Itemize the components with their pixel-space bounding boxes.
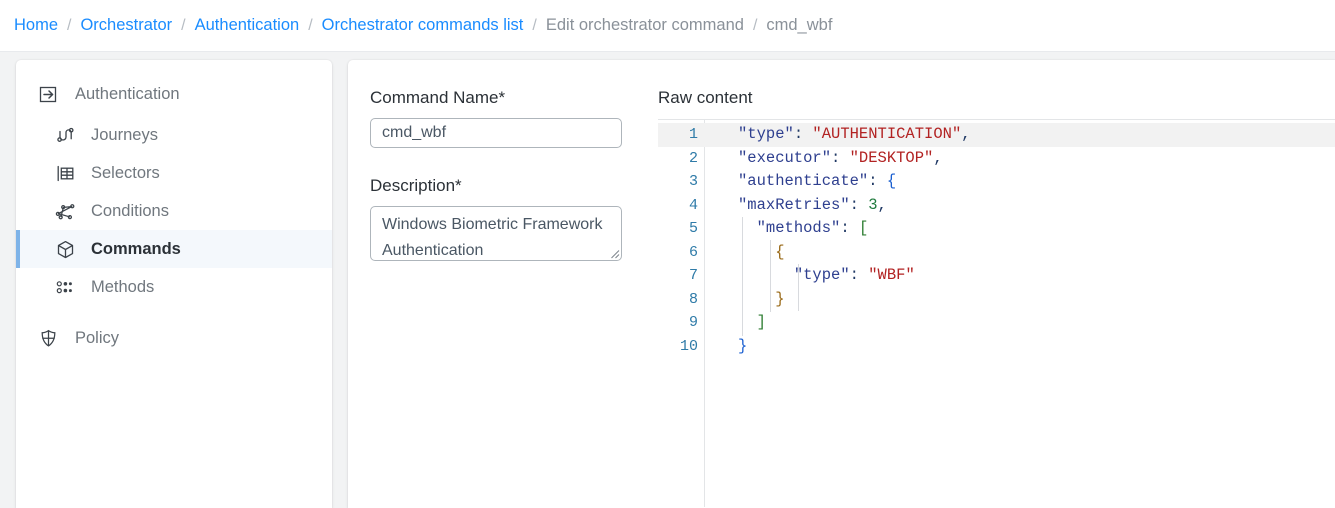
line-number: 4 bbox=[688, 196, 698, 214]
command-name-label: Command Name* bbox=[370, 88, 506, 107]
breadcrumb-separator: / bbox=[308, 16, 313, 34]
form-field-gap bbox=[370, 148, 638, 176]
raw-content-label: Raw content bbox=[658, 88, 753, 107]
sidebar-item-label: Methods bbox=[91, 277, 155, 296]
line-number: 9 bbox=[688, 314, 698, 331]
command-form: Command Name* Description* Windows Biome… bbox=[370, 88, 638, 261]
sidebar-item-label: Commands bbox=[91, 239, 181, 258]
breadcrumb-item-orchestrator-commands-list[interactable]: Orchestrator commands list bbox=[321, 16, 524, 34]
line-number: 2 bbox=[688, 149, 698, 167]
sidebar-item-commands[interactable]: Commands bbox=[16, 230, 332, 268]
sidebar-item-label: Selectors bbox=[91, 163, 160, 182]
line-number: 8 bbox=[688, 290, 698, 308]
breadcrumb-separator: / bbox=[181, 16, 186, 34]
code-line: 1 "type": "AUTHENTICATION", bbox=[658, 123, 1335, 147]
line-number: 5 bbox=[688, 220, 698, 237]
sidebar-item-selectors[interactable]: Selectors bbox=[16, 154, 332, 192]
description-label: Description* bbox=[370, 176, 462, 195]
code-line: 6 { bbox=[658, 241, 1335, 265]
code-editor[interactable]: 1 "type": "AUTHENTICATION", 2 "executor": "… bbox=[658, 119, 1335, 507]
sidebar-item-conditions[interactable]: Conditions bbox=[16, 192, 332, 230]
sidebar-item-label: Conditions bbox=[91, 201, 169, 220]
code-line: 9 ] bbox=[658, 311, 1335, 335]
code-lines: 1 "type": "AUTHENTICATION", 2 "executor": "… bbox=[658, 120, 1335, 358]
journeys-icon bbox=[54, 124, 76, 146]
breadcrumb-item-cmd-wbf: cmd_wbf bbox=[766, 16, 833, 34]
indent-guide bbox=[742, 217, 743, 336]
line-number: 10 bbox=[679, 337, 698, 355]
code-line: 4 "maxRetries": 3, bbox=[658, 194, 1335, 218]
breadcrumb-item-orchestrator[interactable]: Orchestrator bbox=[80, 16, 173, 34]
command-name-input[interactable] bbox=[370, 118, 622, 148]
indent-guide bbox=[770, 240, 771, 312]
policy-shield-icon bbox=[37, 327, 59, 349]
breadcrumb-item-edit-orchestrator-command: Edit orchestrator command bbox=[545, 16, 744, 34]
resize-grip-icon bbox=[611, 250, 620, 259]
code-line: 8 } bbox=[658, 288, 1335, 312]
breadcrumb-separator: / bbox=[532, 16, 537, 34]
description-textarea[interactable]: Windows Biometric Framework Authenticati… bbox=[370, 206, 622, 261]
breadcrumb-separator: / bbox=[752, 16, 758, 34]
conditions-icon bbox=[54, 200, 76, 222]
code-text: "type": "AUTHENTICATION", bbox=[738, 125, 971, 143]
code-line: 10} bbox=[658, 335, 1335, 359]
code-line: 7 "type": "WBF" bbox=[658, 264, 1335, 288]
breadcrumb-item-authentication[interactable]: Authentication bbox=[194, 16, 300, 34]
code-line: 2 "executor": "DESKTOP", bbox=[658, 147, 1335, 171]
line-number: 7 bbox=[688, 267, 698, 284]
code-text: "authenticate": { bbox=[738, 172, 897, 190]
login-arrow-icon bbox=[37, 83, 59, 105]
description-value: Windows Biometric Framework Authenticati… bbox=[382, 216, 603, 259]
sidebar-item-journeys[interactable]: Journeys bbox=[16, 116, 332, 154]
selectors-icon bbox=[54, 162, 76, 184]
sidebar-item-label: Journeys bbox=[91, 125, 158, 144]
main-panel: Command Name* Description* Windows Biome… bbox=[348, 60, 1335, 508]
methods-icon bbox=[54, 276, 76, 298]
raw-content-section: Raw content 1 "type": "AUTHENTICATION", 2 "… bbox=[658, 88, 1335, 508]
code-text: "type": "WBF" bbox=[793, 266, 915, 284]
sidebar-item-methods[interactable]: Methods bbox=[16, 268, 332, 306]
code-text: "methods": [ bbox=[756, 219, 869, 237]
sidebar-section-label: Authentication bbox=[75, 84, 180, 103]
sidebar-item-policy-label: Policy bbox=[75, 328, 120, 347]
code-text: { bbox=[775, 242, 785, 261]
gutter-divider bbox=[704, 120, 705, 507]
line-number: 6 bbox=[688, 243, 698, 261]
sidebar-item-policy[interactable]: Policy bbox=[16, 316, 332, 360]
code-text: } bbox=[775, 289, 785, 308]
breadcrumb-separator: / bbox=[67, 16, 72, 34]
line-number: 1 bbox=[688, 126, 698, 143]
sidebar-divider-gap bbox=[16, 306, 332, 316]
breadcrumb: Home / Orchestrator / Authentication / Orchest… bbox=[0, 0, 1335, 52]
code-line: 5 "methods": [ bbox=[658, 217, 1335, 241]
code-text: "maxRetries": 3, bbox=[738, 195, 887, 214]
line-number: 3 bbox=[688, 173, 698, 190]
code-text: "executor": "DESKTOP", bbox=[738, 148, 943, 167]
code-text: } bbox=[738, 336, 748, 355]
sidebar-section-authentication: Authentication bbox=[16, 72, 332, 116]
code-line: 3 "authenticate": { bbox=[658, 170, 1335, 194]
indent-guide bbox=[798, 264, 799, 311]
breadcrumb-item-home[interactable]: Home bbox=[14, 16, 59, 34]
commands-cube-icon bbox=[54, 238, 76, 260]
code-text: ] bbox=[756, 313, 766, 331]
